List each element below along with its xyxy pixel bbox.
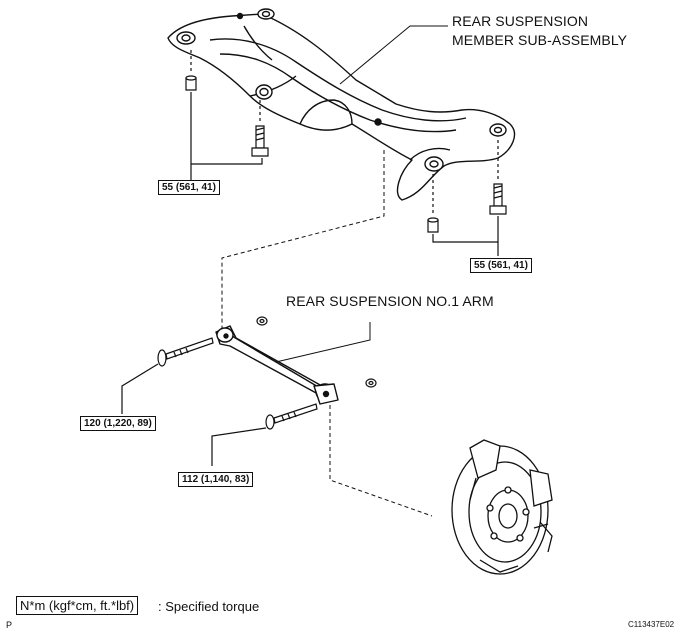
torque-arm-front: 120 (1,220, 89) [80, 416, 156, 431]
arm-front-fasteners [121, 316, 268, 414]
axle-carrier [451, 439, 553, 575]
arm-callout: REAR SUSPENSION NO.1 ARM [286, 293, 494, 309]
member-right-fasteners [427, 140, 507, 256]
member-left-fasteners [185, 50, 269, 180]
torque-arm-rear: 112 (1,140, 83) [178, 472, 254, 487]
torque-member-left: 55 (561, 41) [158, 180, 220, 195]
member-callout-line2: MEMBER SUB-ASSEMBLY [452, 32, 628, 48]
assembly-guides [221, 150, 433, 517]
torque-member-right: 55 (561, 41) [470, 258, 532, 273]
member-leader [339, 25, 448, 85]
legend-unit-box: N*m (kgf*cm, ft.*lbf) [16, 596, 139, 615]
arm-leader [275, 322, 371, 363]
arm-rear-fasteners [211, 378, 377, 466]
figure-code: C113437E02 [628, 620, 675, 629]
suspension-arm [215, 325, 339, 405]
legend-text: : Specified torque [158, 599, 260, 614]
member-callout-line1: REAR SUSPENSION [452, 13, 589, 29]
corner-letter: P [6, 620, 13, 630]
suspension-member [167, 8, 516, 201]
